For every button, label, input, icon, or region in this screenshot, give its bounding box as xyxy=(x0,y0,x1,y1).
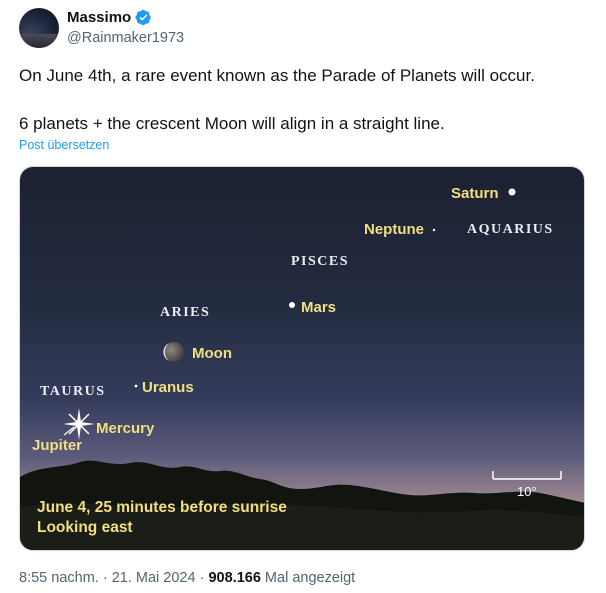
meta-separator: · xyxy=(102,570,108,586)
tweet-text: On June 4th, a rare event known as the P… xyxy=(19,64,589,136)
avatar[interactable] xyxy=(19,8,59,48)
neptune-label: Neptune xyxy=(364,221,424,238)
taurus-label: TAURUS xyxy=(40,384,106,399)
tweet-image[interactable]: Saturn Neptune AQUARIUS PISCES Mars ARIE… xyxy=(19,166,585,551)
mercury-label: Mercury xyxy=(96,420,155,437)
tweet-line-1: On June 4th, a rare event known as the P… xyxy=(19,66,535,85)
aries-label: ARIES xyxy=(160,305,210,320)
jupiter-mercury-burst-icon xyxy=(63,408,95,440)
jupiter-label: Jupiter xyxy=(32,437,82,454)
views-label: Mal angezeigt xyxy=(264,570,356,586)
author-name[interactable]: Massimo xyxy=(67,9,132,26)
views-count: 908.166 xyxy=(208,570,261,586)
moon-disc xyxy=(164,342,184,362)
mars-label: Mars xyxy=(301,299,336,316)
mars-dot xyxy=(289,302,295,308)
author-name-row[interactable]: Massimo xyxy=(67,9,152,26)
saturn-label: Saturn xyxy=(451,185,499,202)
neptune-dot xyxy=(432,228,436,232)
verified-badge-icon xyxy=(135,9,151,26)
tweet-meta: 8:55 nachm. · 21. Mai 2024 · 908.166 Mal… xyxy=(19,570,355,586)
uranus-dot xyxy=(134,384,138,388)
sky-chart-illustration: Saturn Neptune AQUARIUS PISCES Mars ARIE… xyxy=(20,167,584,550)
moon-label: Moon xyxy=(192,345,232,362)
uranus-label: Uranus xyxy=(142,379,194,396)
aquarius-label: AQUARIUS xyxy=(467,222,554,237)
tweet-date[interactable]: 21. Mai 2024 xyxy=(111,570,196,586)
scale-bar xyxy=(492,471,562,480)
jupiter-pointer xyxy=(63,426,75,436)
caption-line-2: Looking east xyxy=(37,519,133,536)
tweet-time[interactable]: 8:55 nachm. xyxy=(19,570,99,586)
pisces-label: PISCES xyxy=(291,254,349,269)
meta-separator: · xyxy=(199,570,205,586)
tweet-line-2: 6 planets + the crescent Moon will align… xyxy=(19,114,445,133)
saturn-dot xyxy=(508,188,516,196)
scale-label: 10° xyxy=(517,484,537,499)
moon-crescent xyxy=(163,343,169,361)
author-handle[interactable]: @Rainmaker1973 xyxy=(67,30,185,46)
caption-line-1: June 4, 25 minutes before sunrise xyxy=(37,499,287,516)
translate-link[interactable]: Post übersetzen xyxy=(19,138,110,152)
